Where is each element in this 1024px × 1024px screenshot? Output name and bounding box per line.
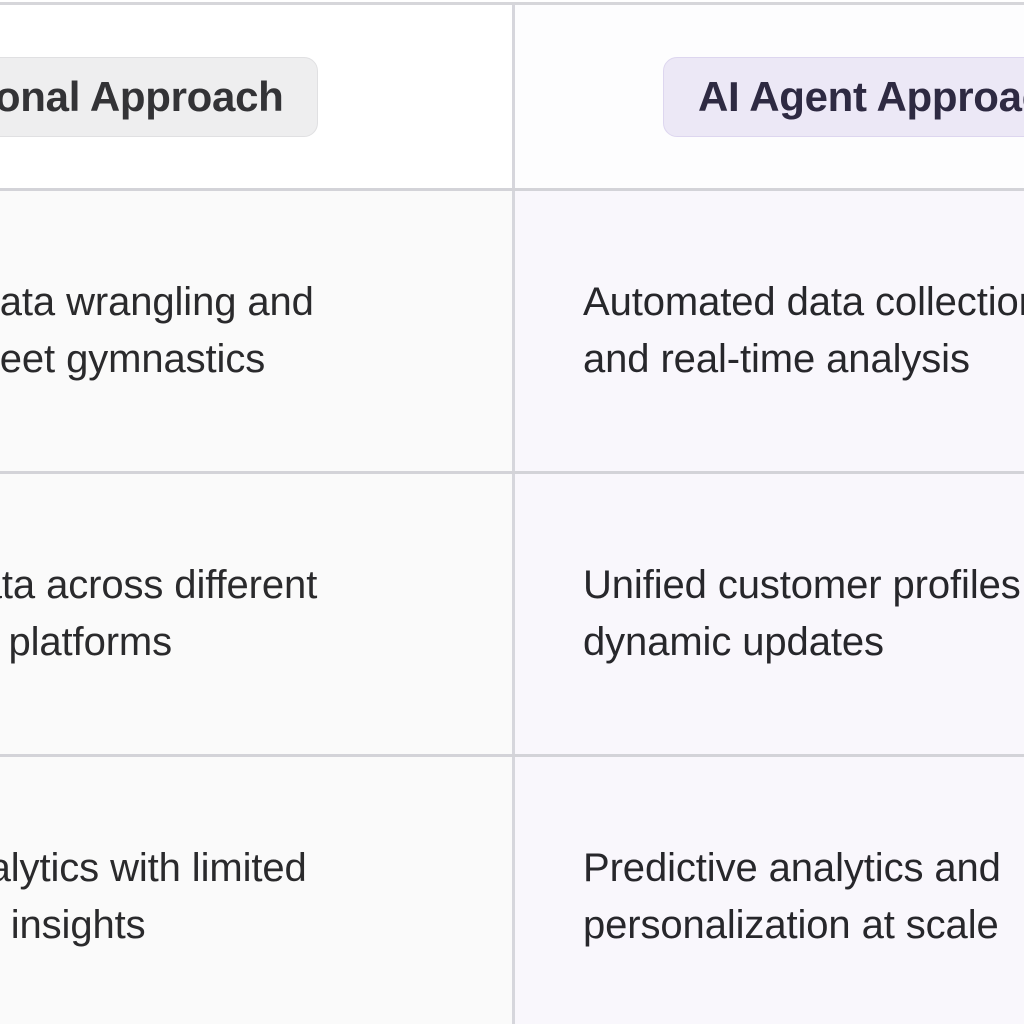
- table-row: Siloed data across different tools and p…: [0, 471, 1024, 754]
- table-cell-text: Basic analytics with limited customer in…: [0, 845, 307, 947]
- table-cell-traditional: Manual data wrangling and spreadsheet gy…: [0, 191, 512, 471]
- table-cell-text: Siloed data across different tools and p…: [0, 563, 318, 664]
- table-cell-text: Predictive analytics and personalization…: [583, 845, 1001, 947]
- table-cell-ai-agent: Predictive analytics and personalization…: [512, 757, 1024, 1024]
- column-header-badge-traditional[interactable]: Traditional Approach: [0, 56, 319, 137]
- column-header-badge-ai-agent[interactable]: AI Agent Approach: [663, 56, 1024, 137]
- table-cell-ai-agent: Unified customer profiles with dynamic u…: [512, 474, 1024, 754]
- table-cell-traditional: Basic analytics with limited customer in…: [0, 757, 512, 1024]
- table-cell-ai-agent: Automated data collection and real-time …: [512, 191, 1024, 471]
- table-cell-text: Unified customer profiles with dynamic u…: [583, 563, 1024, 664]
- table-row: Basic analytics with limited customer in…: [0, 754, 1024, 1024]
- table-cell-text: Automated data collection and real-time …: [583, 280, 1024, 381]
- header-cell-traditional: Traditional Approach: [0, 5, 512, 188]
- table-row: Manual data wrangling and spreadsheet gy…: [0, 188, 1024, 471]
- header-cell-ai-agent: AI Agent Approach: [512, 5, 1024, 188]
- table-header-row: Traditional Approach AI Agent Approach: [0, 5, 1024, 188]
- table-cell-traditional: Siloed data across different tools and p…: [0, 474, 512, 754]
- table-cell-text: Manual data wrangling and spreadsheet gy…: [0, 280, 314, 381]
